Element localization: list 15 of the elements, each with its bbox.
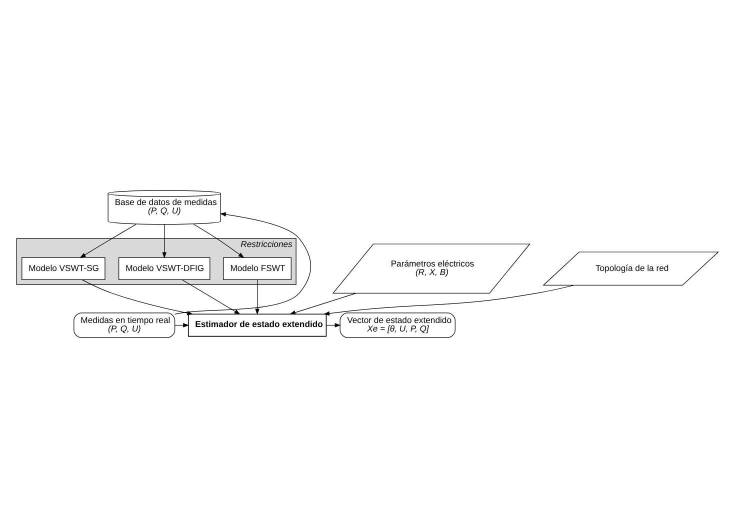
arrow <box>182 278 240 314</box>
arrow <box>323 284 574 316</box>
arrow <box>289 292 356 314</box>
node-box: Modelo VSWT-SG <box>22 256 106 280</box>
arrow <box>174 212 312 314</box>
arrow <box>193 224 244 258</box>
node-box: Estimador de estado extendido <box>188 313 327 336</box>
arrow <box>80 224 136 258</box>
node-box: Vector de estado extendido Xe = [θ, U, P, Q] <box>340 312 456 338</box>
arrow <box>82 279 194 315</box>
node-box: Modelo VSWT-DFIG <box>118 256 210 280</box>
node-box: Medidas en tiempo real (P, Q, U) <box>74 312 176 338</box>
arrow <box>162 224 167 258</box>
node-box: Modelo FSWT <box>223 256 292 280</box>
arrow <box>255 279 260 314</box>
